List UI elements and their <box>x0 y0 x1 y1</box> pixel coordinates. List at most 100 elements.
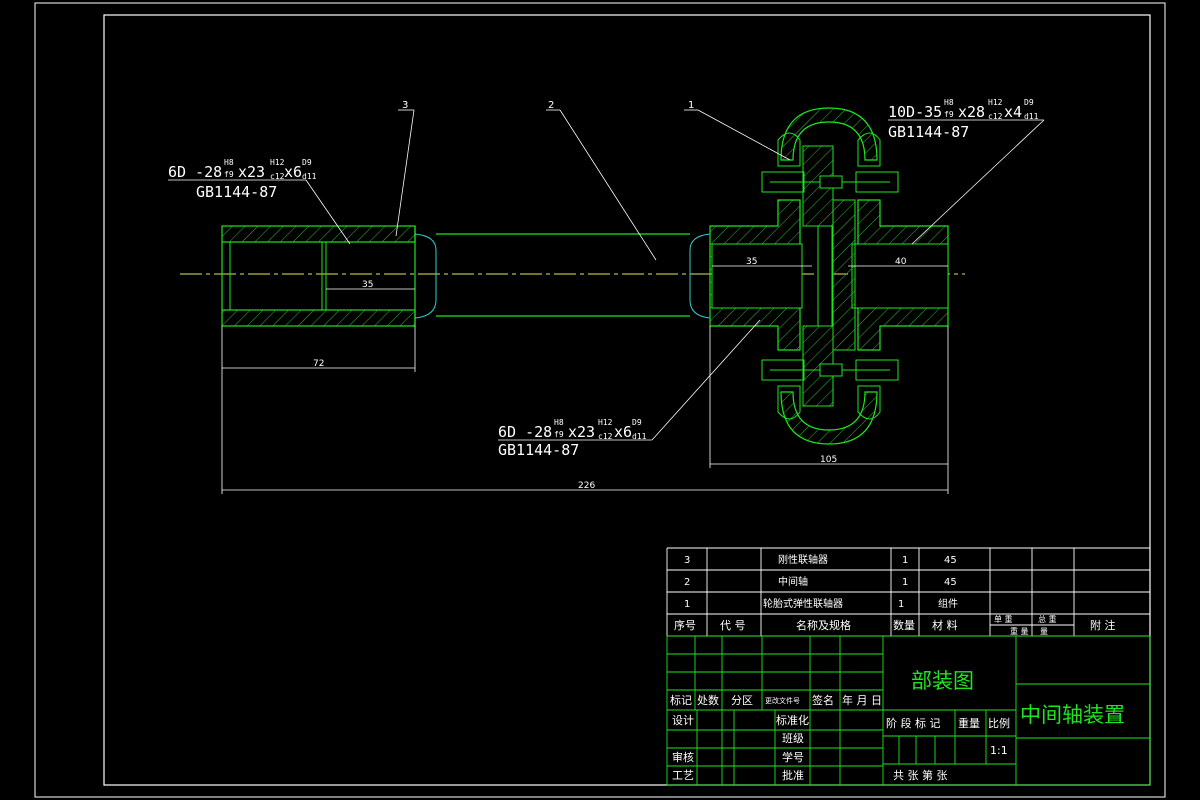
svg-text:学号: 学号 <box>782 750 804 764</box>
svg-text:代 号: 代 号 <box>720 619 746 632</box>
spline-annotation-bottom: 6D -28 H8 f9 x23 H12 c12 x6 D9 d11 GB114… <box>498 418 647 459</box>
svg-text:x23: x23 <box>238 163 265 181</box>
parts-row: 2 中间轴 1 45 <box>684 575 957 588</box>
sheet-inner-frame <box>103 14 1151 786</box>
svg-text:签名: 签名 <box>812 693 834 707</box>
dim-coupling-left-depth: 35 <box>746 257 757 267</box>
svg-text:标准化: 标准化 <box>776 713 809 727</box>
spline-annotation-left: 6D -28 H8 f9 x23 H12 c12 x6 D9 d11 GB114… <box>168 158 317 201</box>
sheet-count: 共 张 第 张 <box>893 768 948 782</box>
svg-text:x23: x23 <box>568 423 595 441</box>
parts-row: 3 刚性联轴器 1 45 <box>684 553 957 566</box>
dimension-lines <box>221 265 949 494</box>
signature-labels: 设计 标准化 班级 审核 学号 工艺 批准 <box>672 713 809 782</box>
svg-text:重 量: 重 量 <box>1010 626 1029 636</box>
svg-text:H8: H8 <box>944 98 954 107</box>
svg-text:比例: 比例 <box>988 716 1010 730</box>
svg-text:设计: 设计 <box>672 714 694 727</box>
rigid-coupling-part-3 <box>221 225 437 327</box>
parts-row: 1 轮胎式弹性联轴器 1 组件 <box>684 597 958 610</box>
dim-coupling-length: 105 <box>820 455 837 465</box>
svg-text:d11: d11 <box>1024 112 1039 121</box>
svg-text:x6: x6 <box>284 163 302 181</box>
svg-text:1: 1 <box>684 599 690 610</box>
svg-text:f9: f9 <box>944 110 954 119</box>
svg-text:数量: 数量 <box>893 619 915 632</box>
svg-text:1: 1 <box>902 555 908 566</box>
svg-text:组件: 组件 <box>938 597 958 610</box>
svg-text:x6: x6 <box>614 423 632 441</box>
svg-text:序号: 序号 <box>674 618 696 632</box>
svg-text:H12: H12 <box>598 418 613 427</box>
svg-text:GB1144-87: GB1144-87 <box>196 183 277 201</box>
callout-part-3: 3 <box>402 100 408 111</box>
parts-list-header: 序号 代 号 名称及规格 数量 材 料 单 重 总 重 重 量 量 附 注 <box>674 614 1116 636</box>
scale-value: 1:1 <box>990 744 1008 757</box>
svg-text:6D -28: 6D -28 <box>498 423 552 441</box>
svg-text:GB1144-87: GB1144-87 <box>888 123 969 141</box>
dim-left-sleeve-length: 72 <box>313 359 324 369</box>
svg-text:f9: f9 <box>554 430 564 439</box>
svg-text:工艺: 工艺 <box>672 769 694 782</box>
svg-text:H8: H8 <box>554 418 564 427</box>
svg-text:材 料: 材 料 <box>932 618 958 632</box>
svg-text:45: 45 <box>944 555 957 566</box>
svg-text:轮胎式弹性联轴器: 轮胎式弹性联轴器 <box>763 597 843 610</box>
svg-text:GB1144-87: GB1144-87 <box>498 441 579 459</box>
svg-text:c12: c12 <box>598 432 613 441</box>
svg-text:H12: H12 <box>270 158 285 167</box>
svg-text:45: 45 <box>944 577 957 588</box>
spline-annotation-right: 10D-35 H8 f9 x28 H12 c12 x4 D9 d11 GB114… <box>888 98 1039 141</box>
callout-part-1: 1 <box>688 100 694 111</box>
sheet-outer-border <box>34 2 1166 798</box>
dim-left-bore-depth: 35 <box>362 280 373 290</box>
svg-text:D9: D9 <box>632 418 642 427</box>
svg-text:f9: f9 <box>224 170 234 179</box>
drawing-name-title: 中间轴装置 <box>1020 703 1125 727</box>
svg-text:10D-35: 10D-35 <box>888 103 942 121</box>
svg-text:D9: D9 <box>302 158 312 167</box>
svg-text:总 重: 总 重 <box>1038 614 1057 624</box>
dim-overall-length: 226 <box>578 481 595 491</box>
svg-text:c12: c12 <box>988 112 1003 121</box>
svg-text:单 重: 单 重 <box>994 614 1013 624</box>
svg-text:d11: d11 <box>302 172 317 181</box>
svg-text:x28: x28 <box>958 103 985 121</box>
stage-weight-scale: 阶 段 标 记 重量 比例 1:1 共 张 第 张 <box>886 716 1010 782</box>
callout-part-2: 2 <box>548 100 554 111</box>
svg-text:3: 3 <box>684 555 690 566</box>
svg-text:H12: H12 <box>988 98 1003 107</box>
svg-text:1: 1 <box>902 577 908 588</box>
svg-text:2: 2 <box>684 577 690 588</box>
svg-text:d11: d11 <box>632 432 647 441</box>
svg-text:x4: x4 <box>1004 103 1022 121</box>
title-block-grid <box>666 635 1151 786</box>
svg-text:D9: D9 <box>1024 98 1034 107</box>
svg-text:1: 1 <box>898 599 904 610</box>
svg-text:附 注: 附 注 <box>1090 618 1116 632</box>
svg-text:c12: c12 <box>270 172 285 181</box>
revision-header-row: 标记 处数 分区 更改文件号 签名 年 月 日 <box>670 693 882 707</box>
leader-lines <box>168 109 1045 441</box>
svg-text:更改文件号: 更改文件号 <box>765 696 800 705</box>
svg-text:阶 段 标 记: 阶 段 标 记 <box>886 716 941 730</box>
svg-text:中间轴: 中间轴 <box>778 575 808 588</box>
svg-text:处数: 处数 <box>697 694 719 707</box>
svg-text:年 月 日: 年 月 日 <box>842 693 882 707</box>
svg-text:批准: 批准 <box>782 768 804 782</box>
svg-text:分区: 分区 <box>731 694 753 707</box>
svg-text:H8: H8 <box>224 158 234 167</box>
svg-text:刚性联轴器: 刚性联轴器 <box>778 553 828 566</box>
drawing-type-title: 部装图 <box>911 669 974 693</box>
svg-text:量: 量 <box>1040 627 1048 636</box>
svg-text:班级: 班级 <box>782 732 804 745</box>
dim-coupling-right-depth: 40 <box>895 257 907 267</box>
svg-text:审核: 审核 <box>672 750 694 764</box>
tire-coupling-part-1 <box>709 107 949 445</box>
svg-text:6D -28: 6D -28 <box>168 163 222 181</box>
svg-text:重量: 重量 <box>958 716 980 730</box>
middle-shaft-part-2 <box>436 233 711 319</box>
svg-text:标记: 标记 <box>670 693 692 707</box>
svg-text:名称及规格: 名称及规格 <box>796 618 851 632</box>
